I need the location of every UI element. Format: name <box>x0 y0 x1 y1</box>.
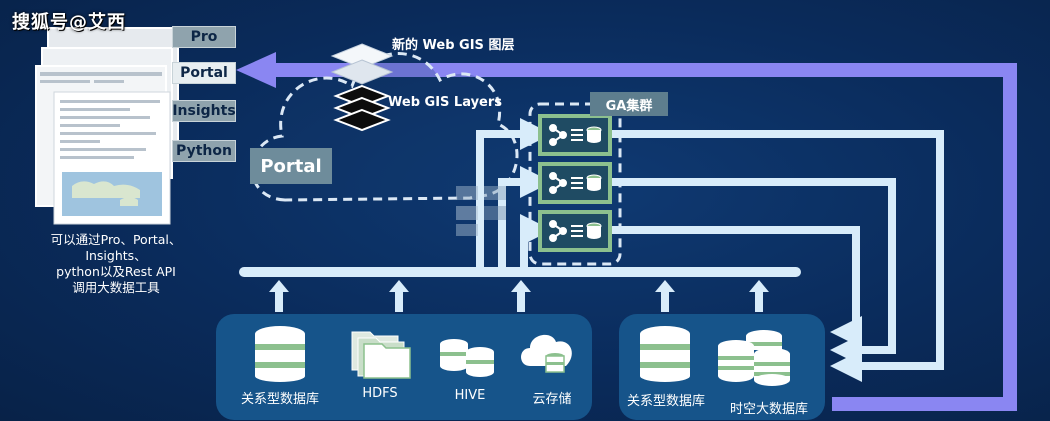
share-node-icon <box>549 220 567 242</box>
layers-icon <box>330 43 394 132</box>
cluster-to-storage-flows <box>612 130 944 382</box>
tab-python[interactable]: Python <box>172 140 236 162</box>
database-icon <box>586 126 602 143</box>
source-label-cloud-storage: 云存储 <box>532 392 572 407</box>
new-layers-label: 新的 Web GIS 图层 <box>392 38 515 53</box>
tab-portal[interactable]: Portal <box>172 62 236 84</box>
bus-to-cluster-lines <box>476 118 552 268</box>
database-cluster-icon <box>440 339 494 377</box>
share-node-icon <box>549 124 567 146</box>
database-icon <box>586 174 602 191</box>
caption-line: python以及Rest API <box>56 264 176 279</box>
watermark: 搜狐号@艾西 <box>12 12 126 33</box>
source-label-hdfs: HDFS <box>362 386 398 401</box>
source-label-hive: HIVE <box>454 388 486 403</box>
database-icon <box>255 326 305 382</box>
database-icon <box>586 222 602 239</box>
caption-line: 调用大数据工具 <box>72 280 160 295</box>
caption-line: Insights、 <box>85 248 147 263</box>
client-caption: 可以通过Pro、Portal、 Insights、 python以及Rest A… <box>28 232 204 296</box>
caption-line: 可以通过Pro、Portal、 <box>50 232 182 247</box>
source-label-relational-db-2: 关系型数据库 <box>626 394 705 409</box>
share-node-icon <box>549 172 567 194</box>
database-icon <box>640 326 690 382</box>
list-icon <box>571 225 583 237</box>
database-cluster-icon <box>718 330 790 386</box>
list-icon <box>571 177 583 189</box>
portal-return-arrow <box>236 52 1017 411</box>
ga-node-3 <box>538 210 612 252</box>
ga-node-2 <box>538 162 612 204</box>
web-gis-layers-label: Web GIS Layers <box>388 95 503 110</box>
source-label-relational-db: 关系型数据库 <box>240 392 319 407</box>
ga-node-1 <box>538 114 612 156</box>
folders-icon <box>351 331 411 379</box>
map-thumbnails <box>456 186 506 236</box>
source-up-arrows <box>269 280 769 312</box>
list-icon <box>571 129 583 141</box>
tab-pro[interactable]: Pro <box>172 26 236 48</box>
ga-cluster-label: GA集群 <box>590 92 668 116</box>
client-apps-screenshots <box>35 27 179 225</box>
cloud-storage-icon <box>521 334 572 373</box>
source-label-spatiotemporal-db: 时空大数据库 <box>729 402 808 417</box>
portal-label: Portal <box>250 148 332 184</box>
tab-insights[interactable]: Insights <box>172 100 236 122</box>
